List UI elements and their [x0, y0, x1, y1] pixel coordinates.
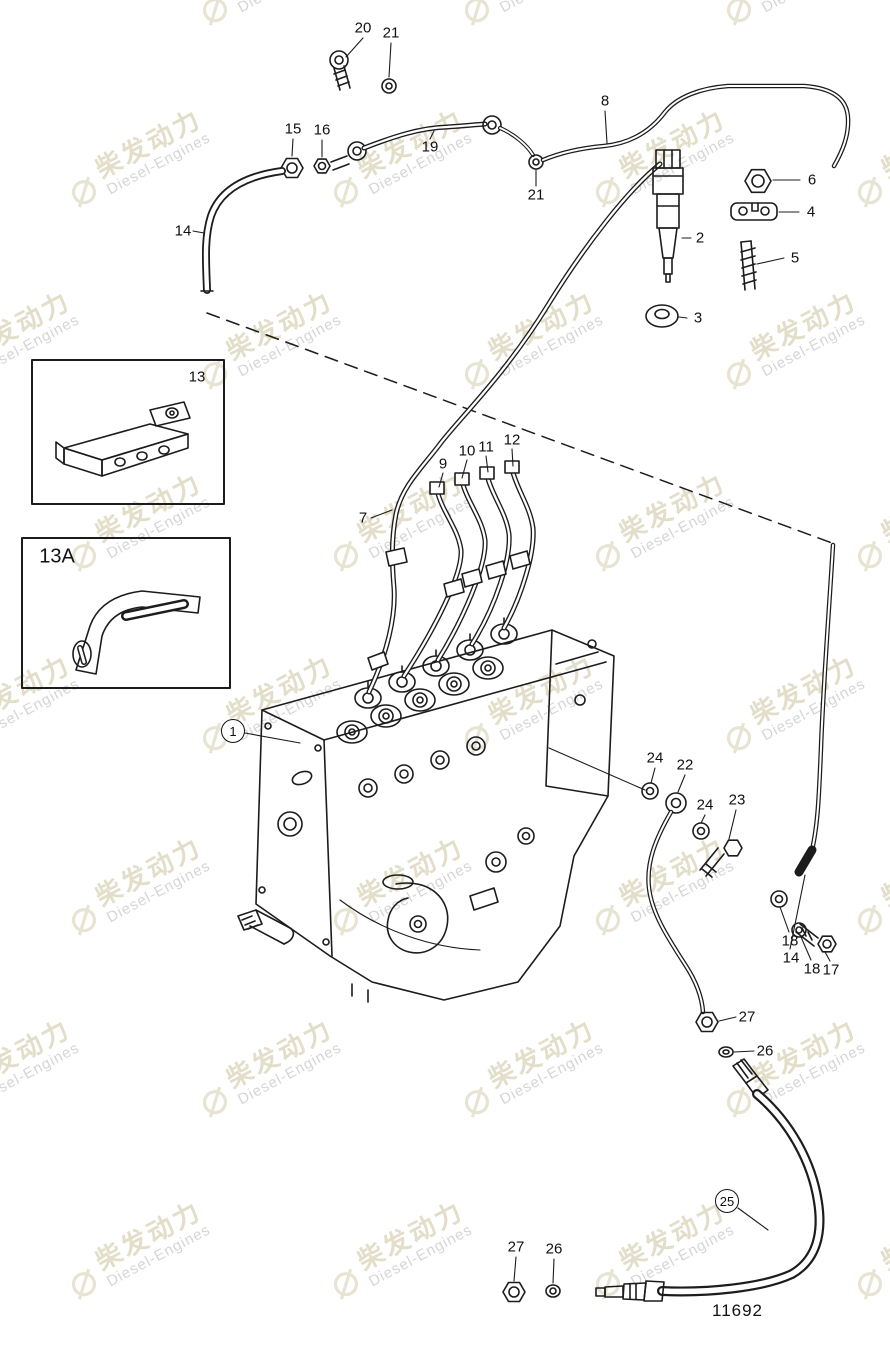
bracket-13a [72, 590, 201, 675]
injector-group [645, 149, 778, 328]
fuel-line-8 [540, 83, 851, 877]
drawing-number: 11692 [712, 1301, 764, 1320]
ferrule-26-lower [545, 1284, 561, 1298]
bolt-20 [329, 50, 351, 91]
fuel-pipes-9-12 [401, 460, 536, 679]
dashed-routing-line [206, 312, 833, 544]
injector-2 [652, 149, 684, 283]
leader-lines [192, 37, 831, 1284]
washer-18-upper [770, 890, 788, 908]
ferrule-26-upper [718, 1046, 734, 1058]
side-port-bosses [358, 736, 486, 798]
washer-21-lower [528, 154, 544, 170]
hose-fitting-lower [595, 1280, 665, 1302]
nut-16 [313, 158, 331, 174]
nut-27-lower [502, 1281, 526, 1303]
pipe-19-assembly [200, 50, 544, 294]
washer-21-upper [381, 78, 397, 94]
hose-25-assembly [502, 1011, 825, 1303]
washer-24-lower [692, 822, 710, 840]
bolt-23 [699, 839, 743, 878]
hose-fitting-upper [732, 1058, 769, 1099]
clamp-4 [730, 202, 778, 221]
washer-24-upper [641, 782, 659, 800]
inset-box-13 [31, 359, 225, 505]
pump-lower-bosses [339, 827, 535, 1003]
bolt-17 [795, 923, 837, 953]
stud-5 [740, 240, 757, 291]
nut-27-upper [695, 1011, 719, 1033]
washer-18-lower [791, 922, 807, 938]
injection-pump-body [237, 617, 615, 1003]
pump-elbow-fitting [382, 874, 449, 954]
nut-6 [744, 168, 772, 194]
inset-box-13a [21, 537, 231, 689]
pump-front-details [258, 722, 330, 946]
hose-14-left [200, 167, 286, 294]
delivery-valve-holders-front [336, 656, 504, 744]
banjo-22-assembly [548, 747, 743, 1015]
fuel-pipe-7 [366, 161, 663, 695]
pump-drive-shaft [237, 909, 295, 945]
right-hardware-cluster [770, 890, 837, 953]
bracket-13 [55, 401, 191, 477]
seal-washer-3 [645, 304, 679, 328]
